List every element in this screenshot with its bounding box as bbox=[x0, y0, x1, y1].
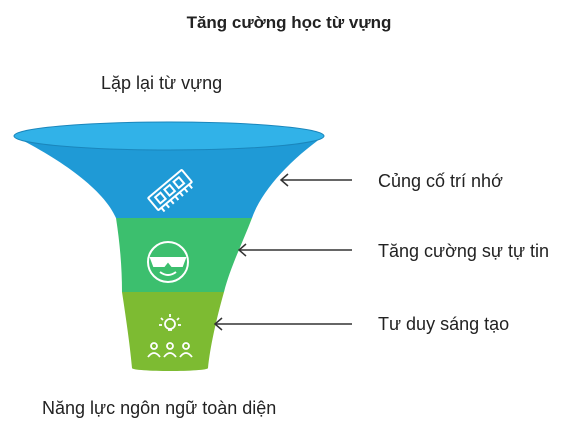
funnel-input-label: Lặp lại từ vựng bbox=[101, 73, 223, 93]
stage-2-label: Tăng cường sự tự tin bbox=[378, 241, 550, 261]
stage-3-label: Tư duy sáng tạo bbox=[378, 314, 510, 334]
cool-face-icon bbox=[147, 241, 189, 283]
idea-group-icon bbox=[147, 314, 193, 358]
funnel-stage-3 bbox=[122, 292, 224, 371]
arrow-1 bbox=[279, 173, 352, 187]
arrow-3 bbox=[213, 317, 352, 331]
diagram-title: Tăng cường học từ vựng bbox=[186, 13, 392, 32]
funnel-output-label: Năng lực ngôn ngữ toàn diện bbox=[42, 398, 277, 418]
arrow-2 bbox=[237, 243, 352, 257]
stage-1-label: Củng cố trí nhớ bbox=[378, 171, 503, 191]
memory-chip-icon bbox=[147, 169, 193, 213]
funnel-stage-1 bbox=[13, 121, 325, 218]
funnel-stage-2 bbox=[116, 218, 252, 292]
